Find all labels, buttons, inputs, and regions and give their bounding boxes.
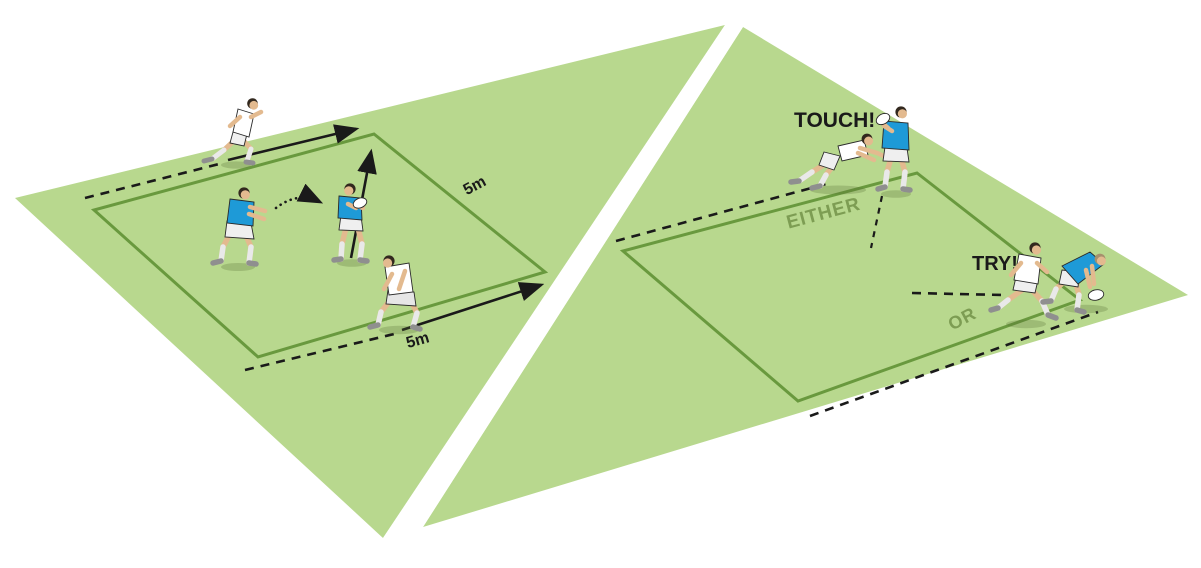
player-white-toucher <box>788 133 889 195</box>
left-grid-depth-label: 5m <box>404 329 431 352</box>
left-bottom-run-arrow <box>401 282 545 332</box>
rugby-ball-icon <box>1087 289 1105 301</box>
player-blue-receiver <box>331 183 370 267</box>
pitch-divider <box>383 25 743 538</box>
left-pitch: 5m 5m <box>84 98 549 372</box>
touch-label: TOUCH! <box>794 109 875 132</box>
touch-approach-dashed-path <box>615 182 827 243</box>
right-pitch-grass <box>423 27 1188 527</box>
right-pitch: EITHER OR TOUCH! TRY! <box>615 106 1108 418</box>
rugby-ball-icon <box>352 197 368 209</box>
touch-drop-dashed-path <box>869 195 884 249</box>
player-blue-passer <box>210 187 268 271</box>
left-grid-square <box>90 132 549 359</box>
player-blue-carrier <box>875 106 913 198</box>
left-pitch-grass <box>15 25 725 538</box>
player-white-defender <box>367 255 423 335</box>
player-blue-try-scorer <box>1040 251 1108 315</box>
player-white-chaser <box>988 242 1059 329</box>
player-white-runner <box>201 98 264 169</box>
left-top-run-dashed-path <box>84 161 224 200</box>
rugby-ball-icon <box>875 112 891 126</box>
try-label: TRY! <box>972 253 1018 275</box>
try-line-dashed-path <box>809 310 1099 418</box>
